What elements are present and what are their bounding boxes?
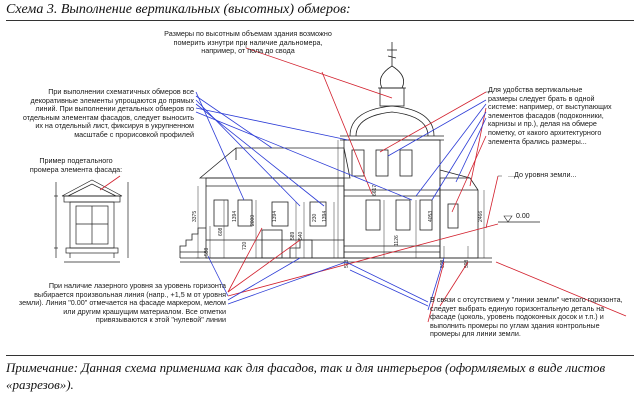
dim-1394-c: 1394 xyxy=(322,211,328,222)
window-detail-drawing xyxy=(54,179,129,263)
facade-outline xyxy=(179,42,492,263)
dim-598-a: 598 xyxy=(204,247,210,256)
dim-1394-a: 1394 xyxy=(232,211,238,222)
note-top-center: Размеры по высотным объемам здания возмо… xyxy=(164,29,332,56)
note-top-right: Для удобства вертикальные размеры следуе… xyxy=(488,85,612,146)
title-divider xyxy=(6,20,634,21)
zero-level-mark: 0.00 xyxy=(498,213,540,223)
dimension-lines xyxy=(196,140,485,259)
dim-1126: 1126 xyxy=(394,235,400,246)
note-bottom-left: При наличие лазерного уровня за уровень … xyxy=(18,281,226,325)
callout-leaders xyxy=(245,44,502,177)
schema-title: Схема 3. Выполнение вертикальных (высотн… xyxy=(6,2,351,17)
note-ground: ...До уровня земли... xyxy=(508,170,577,179)
dim-720: 720 xyxy=(242,241,248,250)
red-connectors xyxy=(99,47,627,323)
note-top-left: При выполнении схематичных обмеров все д… xyxy=(22,87,194,139)
dim-3375: 3375 xyxy=(192,211,198,222)
footer-note: Примечание: Данная схема применима как д… xyxy=(6,360,606,392)
dim-608: 608 xyxy=(218,227,224,236)
dim-2466: 2466 xyxy=(478,211,484,222)
note-bottom-right: В связи с отсутствием у "линии земли" че… xyxy=(430,295,623,339)
dim-598-c: 598 xyxy=(440,259,446,268)
dim-2000: 2000 xyxy=(250,215,256,226)
zero-mark-label: 0.00 xyxy=(516,213,530,220)
dim-230: 230 xyxy=(312,213,318,222)
footer-divider xyxy=(6,355,634,356)
note-detail-label: Пример подетального промера элемента фас… xyxy=(29,156,123,174)
dim-598-b: 598 xyxy=(344,259,350,268)
dim-589: 589 xyxy=(290,231,296,240)
dim-1394-b: 1394 xyxy=(272,211,278,222)
blue-connectors xyxy=(195,91,487,311)
dim-6617: 6617 xyxy=(372,185,378,196)
dim-4053: 4053 xyxy=(428,211,434,222)
dim-540: 540 xyxy=(298,231,304,240)
